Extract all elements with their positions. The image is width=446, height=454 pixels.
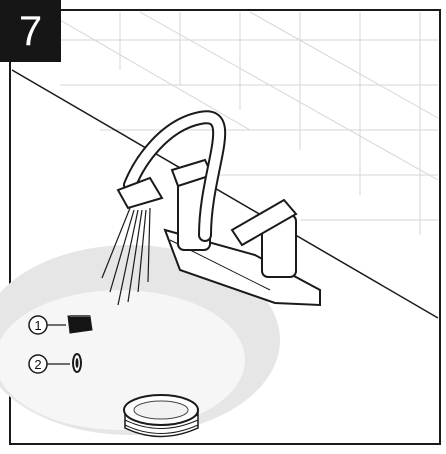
washer-icon xyxy=(73,354,81,372)
callout-1-label: 1 xyxy=(34,318,41,333)
callout-2-label: 2 xyxy=(34,357,41,372)
step-number: 7 xyxy=(19,7,42,54)
aerator-icon xyxy=(68,316,92,333)
drain-stopper-icon xyxy=(124,395,198,437)
step-number-badge: 7 xyxy=(0,0,61,62)
